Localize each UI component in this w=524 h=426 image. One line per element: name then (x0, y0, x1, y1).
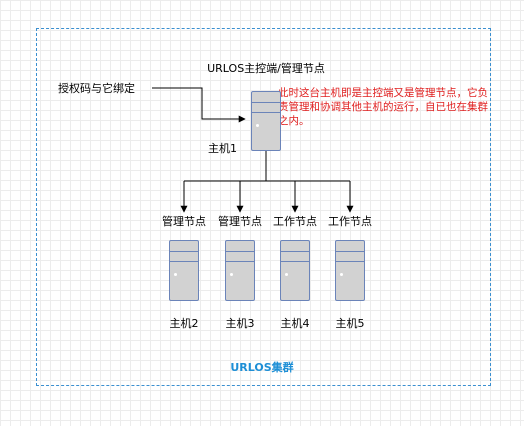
auth-arrow (152, 87, 246, 123)
server-icon (225, 240, 255, 301)
node-role-label: 管理节点 (162, 215, 206, 228)
server-icon (280, 240, 310, 301)
node-host-label: 主机5 (335, 317, 365, 330)
master-note: 此时这台主机即是主控端又是管理节点，它负责管理和协调其他主机的运行，自已也在集群… (278, 87, 488, 127)
master-role-label: URLOS主控端/管理节点 (207, 62, 325, 75)
server-icon (335, 240, 365, 301)
node-host-label: 主机3 (225, 317, 255, 330)
cluster-boundary (36, 28, 491, 386)
node-role-label: 管理节点 (218, 215, 262, 228)
server-icon (169, 240, 199, 301)
node-role-label: 工作节点 (328, 215, 372, 228)
server-icon (251, 91, 281, 151)
cluster-label: URLOS集群 (230, 361, 294, 374)
master-host-label: 主机1 (208, 142, 237, 155)
node-host-label: 主机2 (169, 317, 199, 330)
auth-code-label: 授权码与它绑定 (58, 82, 135, 95)
node-host-label: 主机4 (280, 317, 310, 330)
node-role-label: 工作节点 (273, 215, 317, 228)
